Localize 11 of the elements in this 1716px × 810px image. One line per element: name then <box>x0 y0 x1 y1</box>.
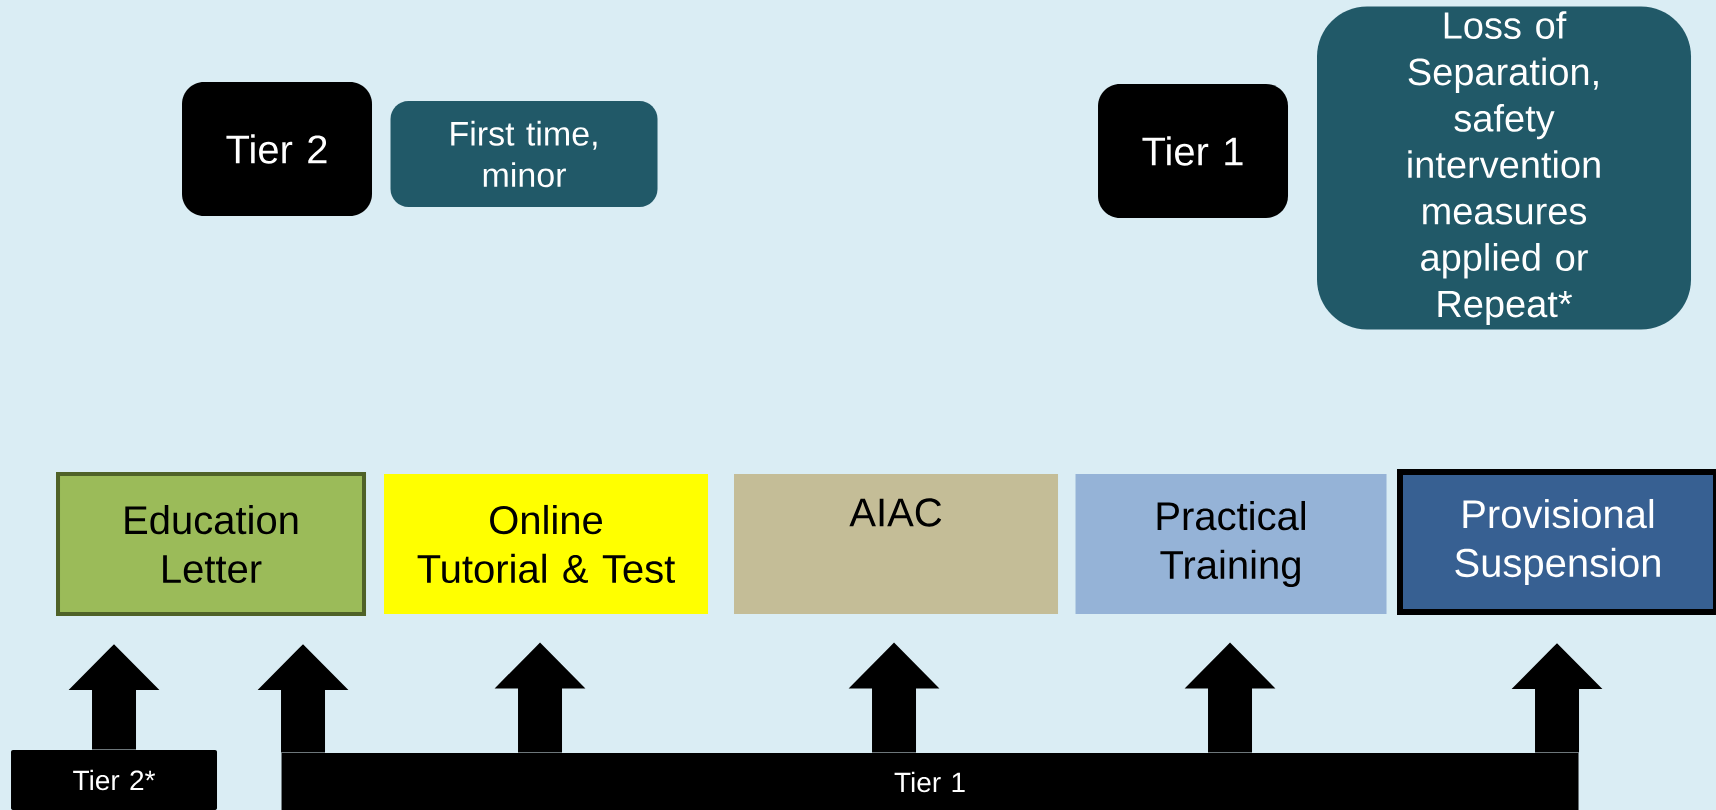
tier-bar: Tier 2* <box>11 750 217 810</box>
action-box: Online Tutorial & Test <box>384 474 708 614</box>
condition-box: First time, minor <box>390 101 658 207</box>
action-box: Practical Training <box>1075 474 1387 614</box>
action-box: Provisional Suspension <box>1397 469 1716 615</box>
action-box: AIAC <box>734 474 1058 614</box>
tier-box: Tier 1 <box>1098 84 1288 218</box>
action-box: Education Letter <box>56 472 366 616</box>
condition-box: Loss of Separation, safety intervention measures applied or Repeat* <box>1317 6 1691 330</box>
tier-box: Tier 2 <box>182 82 372 216</box>
tier-bar: Tier 1 <box>281 753 1579 810</box>
